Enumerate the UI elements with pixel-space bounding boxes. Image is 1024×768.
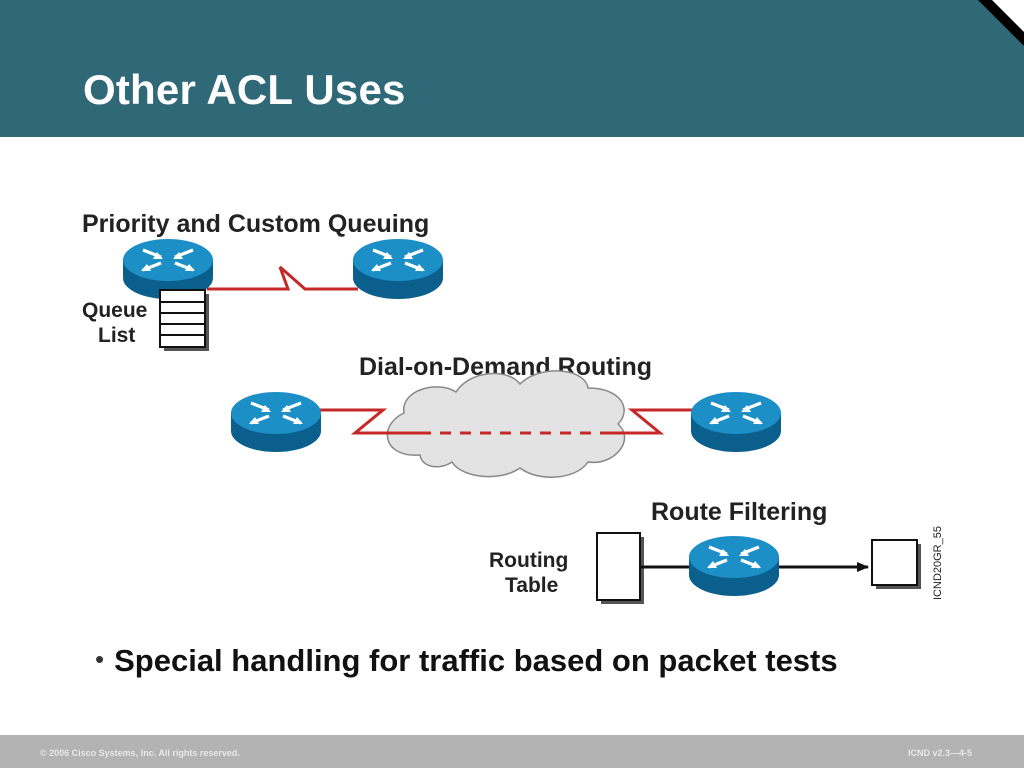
copyright-text: © 2006 Cisco Systems, Inc. All rights re…	[40, 748, 240, 758]
acl-uses-diagram: Priority and Custom Queuing Queue List D…	[82, 210, 944, 604]
filtered-output-box	[871, 539, 921, 589]
section-label-route-filtering: Route Filtering	[651, 498, 827, 526]
serial-link	[316, 408, 420, 435]
queue-list-icon	[159, 289, 209, 351]
routing-table-icon	[596, 532, 644, 604]
router-icon	[690, 391, 782, 453]
page-title: Other ACL Uses	[83, 66, 406, 113]
serial-link	[207, 265, 358, 291]
bullet-item: • Special handling for traffic based on p…	[95, 643, 838, 679]
footer-bar: © 2006 Cisco Systems, Inc. All rights re…	[0, 735, 1024, 768]
course-page-number: ICND v2.3—4-5	[907, 748, 972, 758]
routing-table-label: Routing	[489, 549, 568, 572]
cloud-icon	[386, 370, 626, 478]
corner-decoration	[978, 0, 1024, 46]
title-bar: Other ACL Uses	[0, 0, 1024, 137]
queue-list-label: List	[98, 324, 135, 347]
routing-table-label: Table	[505, 574, 558, 597]
router-icon	[352, 238, 444, 300]
bullet-text: Special handling for traffic based on pa…	[114, 643, 838, 678]
section-label-priority-queuing: Priority and Custom Queuing	[82, 210, 429, 238]
serial-link	[605, 408, 696, 435]
queue-list-label: Queue	[82, 299, 147, 322]
bullet-icon: •	[95, 644, 105, 674]
router-icon	[688, 535, 780, 597]
router-icon	[230, 391, 322, 453]
figure-code: ICND20GR_55	[932, 526, 944, 600]
